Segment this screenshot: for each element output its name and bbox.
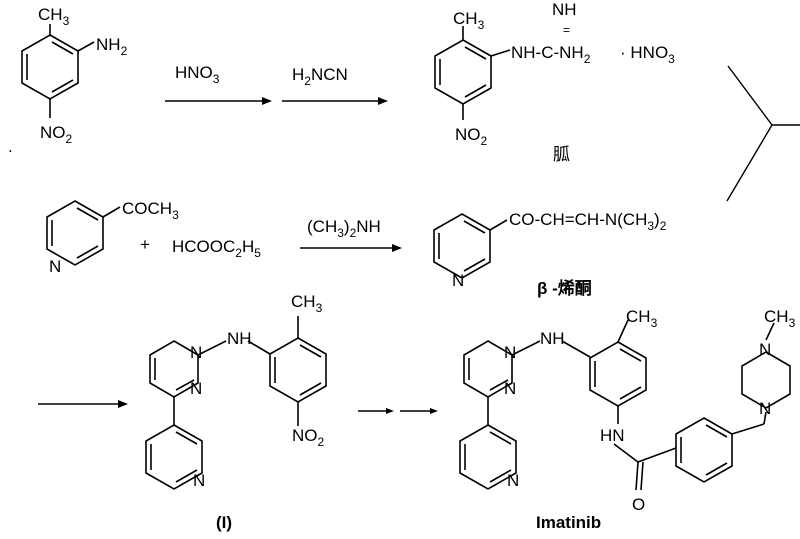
guanidine-structure [434, 26, 511, 120]
intermediate-i-structure [145, 316, 327, 490]
sm-ch3-label: CH3 [38, 5, 70, 28]
ima-amide-nh-label: HN [600, 426, 625, 445]
enaminone-structure [433, 213, 508, 279]
int-ch3-label: CH3 [291, 292, 323, 315]
guan-nh-label: NH [552, 0, 577, 19]
sm-nh2-label: NH2 [96, 35, 128, 58]
reagent-hno3: HNO3 [175, 63, 220, 86]
enaminone-chain-label: CO-CH=CH-N(CH3)2 [509, 210, 667, 233]
int-no2-label: NO2 [292, 426, 325, 449]
dot-mark: . [8, 137, 13, 156]
enaminone-name: β -烯酮 [537, 278, 592, 298]
reagent-h2ncn: H2NCN [292, 65, 348, 88]
enaminone-pyridine-n: N [452, 271, 464, 290]
guanidine-name: 胍 [553, 145, 570, 164]
imatinib-name: Imatinib [536, 513, 601, 532]
plus-sign: + [140, 235, 150, 254]
reaction-arrow-2 [282, 97, 388, 105]
nitro-toluidine-structure [21, 24, 95, 118]
acetylpyridine-structure [46, 200, 121, 266]
int-nh-label: NH [227, 329, 252, 348]
reaction-arrow-4 [38, 400, 128, 408]
int-pyrimidine-n2: N [190, 379, 202, 398]
sm-no2-label: NO2 [40, 123, 73, 146]
int-pyrimidine-n1: N [190, 343, 202, 362]
acetyl-group-label: COCH3 [122, 199, 179, 222]
ima-ch3-label: CH3 [626, 307, 658, 330]
ima-n-methyl-label: CH3 [764, 307, 796, 330]
acetyl-pyridine-n: N [49, 257, 61, 276]
ima-pyrimidine-n2: N [504, 379, 516, 398]
converging-lines [726, 65, 800, 202]
ima-nh-label: NH [540, 329, 565, 348]
imatinib-structure [459, 319, 791, 491]
guan-no2-label: NO2 [455, 125, 488, 148]
guan-double-bond: = [563, 23, 570, 37]
dimethylamine-reagent: (CH3)2NH [307, 217, 381, 240]
reaction-arrow-5 [358, 408, 438, 414]
ima-pyrimidine-n1: N [504, 343, 516, 362]
ima-piperazine-n1: N [759, 340, 771, 359]
reaction-arrow-1 [165, 97, 272, 105]
intermediate-name: (I) [216, 513, 232, 532]
ethyl-formate-label: HCOOC2H5 [172, 237, 261, 260]
ima-carbonyl-o: O [632, 495, 645, 514]
guan-salt-label: · HNO3 [620, 43, 675, 66]
reaction-arrow-3 [300, 244, 402, 252]
int-pyridine-n: N [193, 471, 205, 490]
ima-pyridine-n: N [507, 471, 519, 490]
ima-piperazine-n2: N [759, 399, 771, 418]
guan-ch3-label: CH3 [453, 9, 485, 32]
guan-chain-label: NH-C-NH2 [511, 43, 591, 66]
